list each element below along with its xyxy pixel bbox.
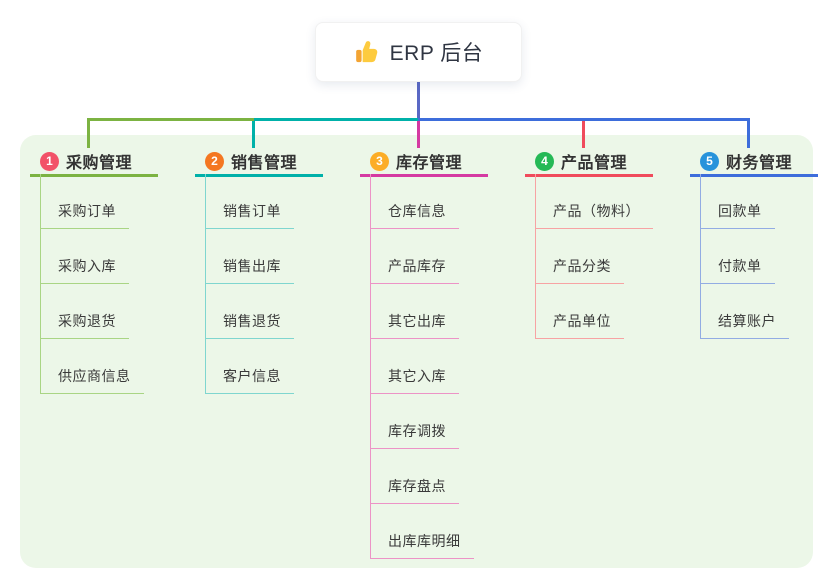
branch-header-product[interactable]: 4 产品管理 <box>525 148 653 177</box>
branch-sales: 2 销售管理 销售订单 销售出库 销售退货 客户信息 <box>195 148 323 394</box>
child-node[interactable]: 库存调拨 <box>371 394 459 449</box>
branch-title: 销售管理 <box>231 155 298 172</box>
child-node[interactable]: 客户信息 <box>206 339 294 394</box>
branch-purchase: 1 采购管理 采购订单 采购入库 采购退货 供应商信息 <box>30 148 158 394</box>
branch-badge: 2 <box>205 151 224 171</box>
branch-badge: 3 <box>370 151 389 171</box>
branch-badge: 5 <box>700 151 719 171</box>
bus-line-sales <box>254 118 418 121</box>
drop-line-sales <box>252 118 255 148</box>
branch-title: 采购管理 <box>66 155 133 172</box>
child-node[interactable]: 销售退货 <box>206 284 294 339</box>
drop-line-inventory <box>417 118 420 148</box>
root-node[interactable]: ERP 后台 <box>315 22 522 82</box>
child-node[interactable]: 供应商信息 <box>41 339 144 394</box>
branch-title: 财务管理 <box>726 155 793 172</box>
branch-title: 产品管理 <box>561 155 628 172</box>
branch-title: 库存管理 <box>396 155 463 172</box>
branch-header-finance[interactable]: 5 财务管理 <box>690 148 818 177</box>
branch-children: 采购订单 采购入库 采购退货 供应商信息 <box>40 174 144 394</box>
child-node[interactable]: 其它入库 <box>371 339 459 394</box>
child-node[interactable]: 产品库存 <box>371 229 459 284</box>
child-node[interactable]: 产品（物料） <box>536 174 653 229</box>
child-node[interactable]: 销售订单 <box>206 174 294 229</box>
child-node[interactable]: 产品分类 <box>536 229 624 284</box>
child-node[interactable]: 采购入库 <box>41 229 129 284</box>
child-node[interactable]: 结算账户 <box>701 284 789 339</box>
branch-header-inventory[interactable]: 3 库存管理 <box>360 148 488 177</box>
branch-finance: 5 财务管理 回款单 付款单 结算账户 <box>690 148 818 339</box>
child-node[interactable]: 仓库信息 <box>371 174 459 229</box>
bus-line-finance <box>418 118 750 121</box>
drop-line-purchase <box>87 118 90 148</box>
thumbs-up-icon <box>354 39 380 65</box>
drop-line-finance <box>747 118 750 148</box>
root-label: ERP 后台 <box>389 42 484 65</box>
child-node[interactable]: 回款单 <box>701 174 775 229</box>
branch-inventory: 3 库存管理 仓库信息 产品库存 其它出库 其它入库 库存调拨 库存盘点 出库库… <box>360 148 488 559</box>
child-node[interactable]: 付款单 <box>701 229 775 284</box>
child-node[interactable]: 出库库明细 <box>371 504 474 559</box>
branch-header-sales[interactable]: 2 销售管理 <box>195 148 323 177</box>
branches-panel <box>20 135 813 568</box>
child-node[interactable]: 销售出库 <box>206 229 294 284</box>
branch-header-purchase[interactable]: 1 采购管理 <box>30 148 158 177</box>
branch-badge: 4 <box>535 151 554 171</box>
branch-children: 仓库信息 产品库存 其它出库 其它入库 库存调拨 库存盘点 出库库明细 <box>370 174 474 559</box>
branch-product: 4 产品管理 产品（物料） 产品分类 产品单位 <box>525 148 653 339</box>
child-node[interactable]: 采购订单 <box>41 174 129 229</box>
branch-children: 产品（物料） 产品分类 产品单位 <box>535 174 653 339</box>
child-node[interactable]: 产品单位 <box>536 284 624 339</box>
branch-children: 销售订单 销售出库 销售退货 客户信息 <box>205 174 294 394</box>
branch-children: 回款单 付款单 结算账户 <box>700 174 789 339</box>
bus-line-purchase <box>88 118 254 121</box>
child-node[interactable]: 其它出库 <box>371 284 459 339</box>
child-node[interactable]: 库存盘点 <box>371 449 459 504</box>
drop-line-product <box>582 118 585 148</box>
child-node[interactable]: 采购退货 <box>41 284 129 339</box>
branch-badge: 1 <box>40 151 59 171</box>
root-connector-line <box>417 82 420 121</box>
